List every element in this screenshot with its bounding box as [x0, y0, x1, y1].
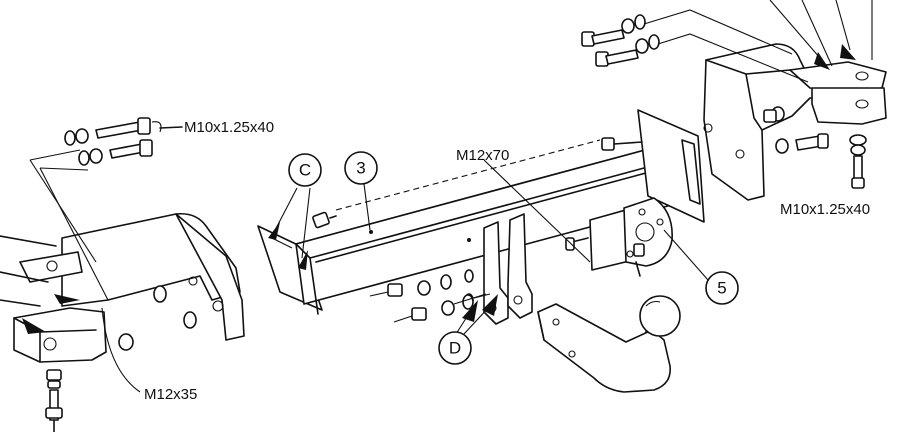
right-bracket — [703, 43, 887, 201]
callout-5-text: 5 — [717, 279, 726, 298]
callout-3-text: 3 — [356, 159, 365, 178]
cross-beam — [257, 109, 705, 315]
callout-c-text: C — [299, 161, 311, 180]
left-bottom-bolt — [45, 369, 63, 432]
callout-d-text: D — [449, 339, 461, 358]
m12x70-leader — [483, 159, 591, 263]
right-bottom-bolt — [849, 134, 867, 189]
d-arrow-a — [462, 300, 478, 322]
center-nuts — [369, 274, 491, 323]
bolt-label-right: M10x1.25x40 — [780, 201, 870, 218]
callout-c: C — [288, 153, 322, 187]
tow-ball-arm — [537, 295, 681, 393]
bolt-label-left-top: M10x1.25x40 — [184, 119, 274, 136]
right-arrow-b — [840, 44, 856, 60]
c-arrow-b — [298, 250, 308, 270]
callout-d: D — [438, 331, 472, 365]
m12x35-leader — [101, 307, 141, 393]
left-top-bolts — [29, 117, 183, 301]
socket-plate — [565, 197, 673, 277]
callout-5: 5 — [663, 229, 739, 305]
right-top-bolts — [581, 9, 809, 83]
bolt-label-left-bottom: M12x35 — [144, 386, 197, 403]
left-bracket — [0, 212, 245, 363]
bolt-label-center: M12x70 — [456, 147, 509, 164]
callout-3: 3 — [344, 151, 378, 231]
